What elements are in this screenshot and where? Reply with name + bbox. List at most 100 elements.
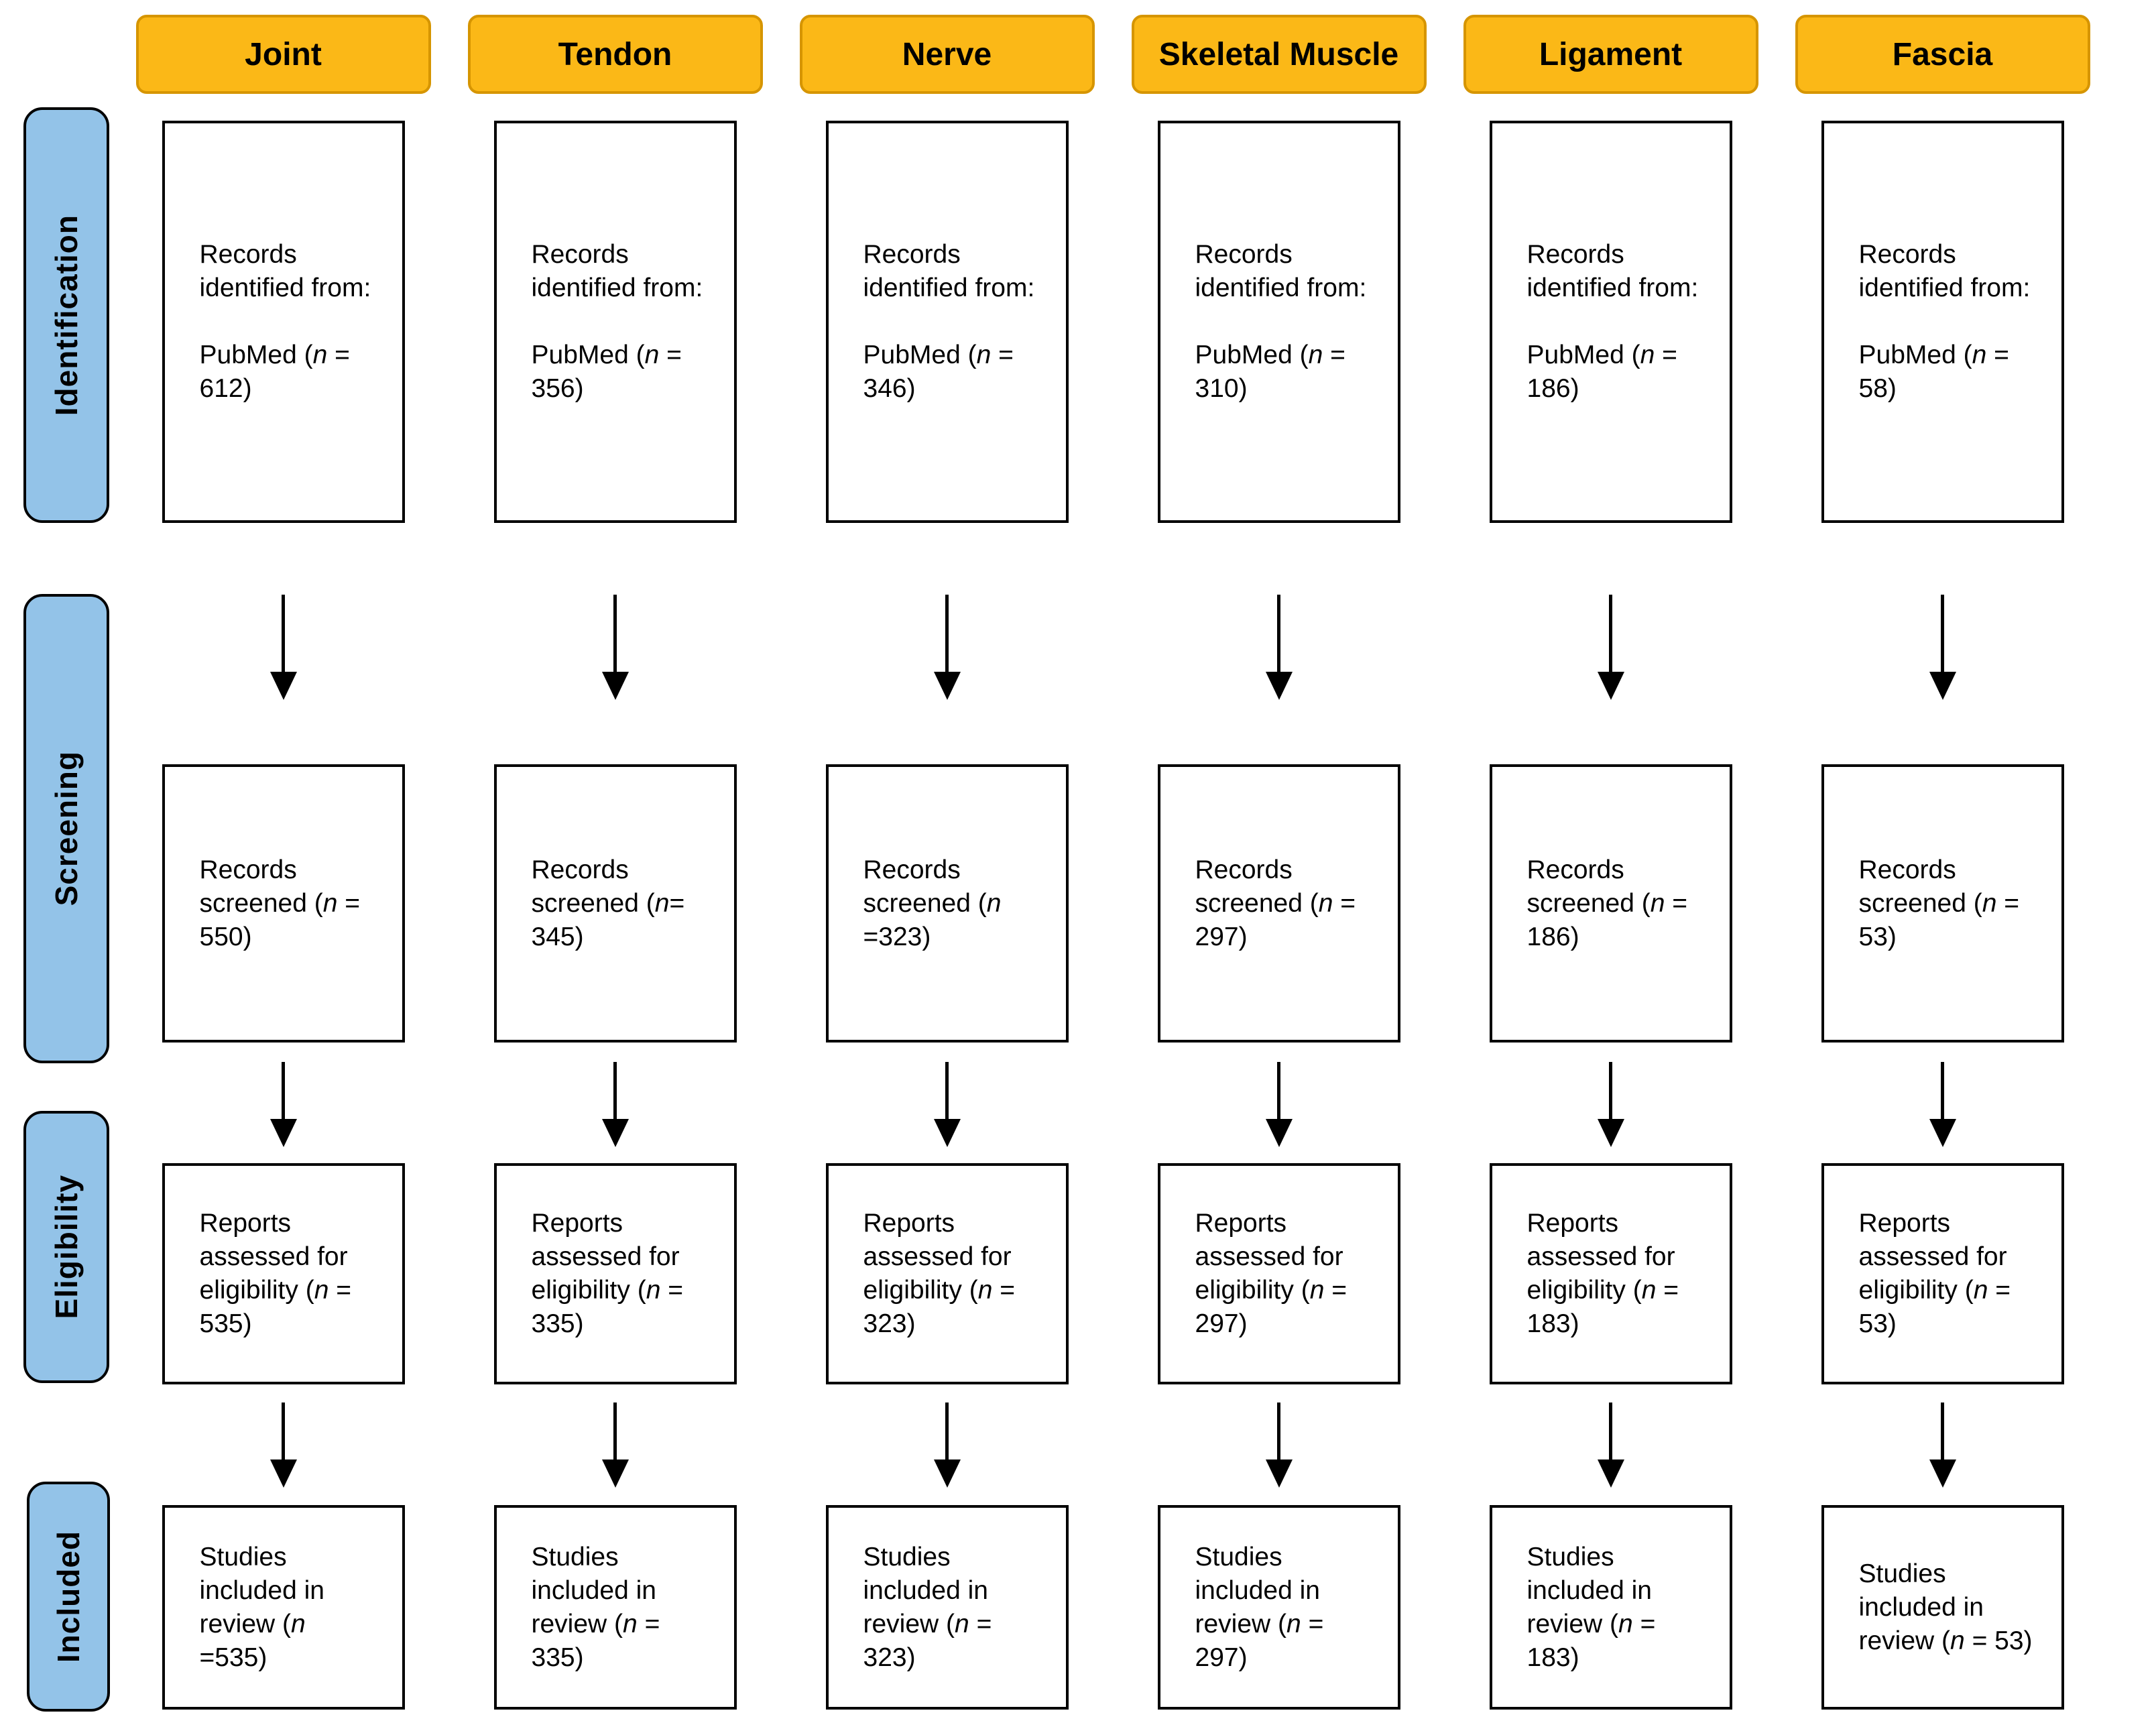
included-text: Studies included in review (n = 335)	[531, 1542, 660, 1672]
box-identified-tendon: Records identified from: PubMed (n = 356…	[493, 121, 737, 523]
identification-row: Records identified from: PubMed (n = 612…	[117, 107, 2156, 530]
screened-text: Records screened (n = 550)	[199, 855, 361, 951]
blank-line	[1859, 305, 2037, 339]
down-arrow-icon	[1929, 594, 1956, 700]
assessed-text: Reports assessed for eligibility (n = 29…	[1195, 1209, 1348, 1338]
identified-intro: Records identified from:	[1526, 240, 1699, 302]
identified-intro: Records identified from:	[531, 240, 703, 302]
box-identified-joint: Records identified from: PubMed (n = 612…	[162, 121, 405, 523]
blank-line	[863, 305, 1042, 339]
identified-source: PubMed (n = 612)	[199, 341, 350, 403]
down-arrow-icon	[1597, 594, 1624, 700]
stage-label-eligibility: Eligibility	[23, 1111, 109, 1383]
stage-label-included: Included	[27, 1482, 110, 1712]
blank-line	[1195, 305, 1374, 339]
box-screened-joint: Records screened (n = 550)	[162, 764, 405, 1042]
stage-label-text: Identification	[49, 214, 84, 416]
included-text: Studies included in review (n = 323)	[863, 1542, 992, 1672]
included-text: Studies included in review (n =535)	[199, 1542, 324, 1672]
arrow-row-1	[117, 530, 2156, 764]
identified-source: PubMed (n = 58)	[1858, 341, 2009, 403]
assessed-text: Reports assessed for eligibility (n = 53…	[199, 1209, 352, 1338]
down-arrow-icon	[1929, 1402, 1956, 1488]
down-arrow-icon	[601, 594, 629, 700]
arrow-row-3	[117, 1384, 2156, 1505]
screening-row: Records screened (n = 550) Records scree…	[117, 764, 2156, 1046]
column-header-skeletal-muscle: Skeletal Muscle	[1131, 15, 1427, 94]
column-header-joint: Joint	[135, 15, 431, 94]
column-header-ligament: Ligament	[1463, 15, 1758, 94]
down-arrow-icon	[1929, 1062, 1956, 1147]
box-screened-ligament: Records screened (n = 186)	[1489, 764, 1732, 1042]
assessed-text: Reports assessed for eligibility (n = 18…	[1526, 1209, 1679, 1338]
column-header-row: Joint Tendon Nerve Skeletal Muscle Ligam…	[117, 0, 2156, 107]
included-text: Studies included in review (n = 183)	[1526, 1542, 1656, 1672]
assessed-text: Reports assessed for eligibility (n = 32…	[863, 1209, 1016, 1338]
included-row: Studies included in review (n =535) Stud…	[117, 1505, 2156, 1716]
included-text: Studies included in review (n = 297)	[1195, 1542, 1324, 1672]
down-arrow-icon	[1265, 1402, 1293, 1488]
box-identified-nerve: Records identified from: PubMed (n = 346…	[825, 121, 1069, 523]
down-arrow-icon	[601, 1402, 629, 1488]
down-arrow-icon	[270, 594, 297, 700]
identified-source: PubMed (n = 186)	[1526, 341, 1677, 403]
box-assessed-joint: Reports assessed for eligibility (n = 53…	[162, 1163, 405, 1384]
box-identified-ligament: Records identified from: PubMed (n = 186…	[1489, 121, 1732, 523]
down-arrow-icon	[933, 594, 961, 700]
down-arrow-icon	[1265, 594, 1293, 700]
box-assessed-nerve: Reports assessed for eligibility (n = 32…	[825, 1163, 1069, 1384]
identified-intro: Records identified from:	[1858, 240, 2031, 302]
column-header-tendon: Tendon	[467, 15, 763, 94]
box-assessed-tendon: Reports assessed for eligibility (n = 33…	[493, 1163, 737, 1384]
column-header-fascia: Fascia	[1795, 15, 2090, 94]
box-assessed-ligament: Reports assessed for eligibility (n = 18…	[1489, 1163, 1732, 1384]
stage-label-text: Screening	[49, 751, 84, 906]
stage-label-screening: Screening	[23, 594, 109, 1063]
box-included-fascia: Studies included in review (n = 53)	[1821, 1505, 2064, 1710]
assessed-text: Reports assessed for eligibility (n = 53…	[1858, 1209, 2011, 1338]
box-screened-tendon: Records screened (n= 345)	[493, 764, 737, 1042]
down-arrow-icon	[933, 1402, 961, 1488]
box-screened-fascia: Records screened (n = 53)	[1821, 764, 2064, 1042]
down-arrow-icon	[1265, 1062, 1293, 1147]
box-screened-nerve: Records screened (n =323)	[825, 764, 1069, 1042]
identified-intro: Records identified from:	[863, 240, 1035, 302]
blank-line	[200, 305, 378, 339]
box-included-tendon: Studies included in review (n = 335)	[493, 1505, 737, 1710]
eligibility-row: Reports assessed for eligibility (n = 53…	[117, 1163, 2156, 1384]
arrow-row-2	[117, 1046, 2156, 1163]
identified-intro: Records identified from:	[199, 240, 371, 302]
down-arrow-icon	[270, 1062, 297, 1147]
identified-source: PubMed (n = 356)	[531, 341, 682, 403]
down-arrow-icon	[1597, 1062, 1624, 1147]
blank-line	[1527, 305, 1705, 339]
identified-source: PubMed (n = 346)	[863, 341, 1014, 403]
down-arrow-icon	[601, 1062, 629, 1147]
box-included-joint: Studies included in review (n =535)	[162, 1505, 405, 1710]
box-assessed-skeletal-muscle: Reports assessed for eligibility (n = 29…	[1157, 1163, 1400, 1384]
box-included-skeletal-muscle: Studies included in review (n = 297)	[1157, 1505, 1400, 1710]
screened-text: Records screened (n = 53)	[1858, 855, 2020, 951]
screened-text: Records screened (n= 345)	[531, 855, 685, 951]
box-identified-skeletal-muscle: Records identified from: PubMed (n = 310…	[1157, 121, 1400, 523]
identified-source: PubMed (n = 310)	[1195, 341, 1345, 403]
box-assessed-fascia: Reports assessed for eligibility (n = 53…	[1821, 1163, 2064, 1384]
box-screened-skeletal-muscle: Records screened (n = 297)	[1157, 764, 1400, 1042]
box-included-ligament: Studies included in review (n = 183)	[1489, 1505, 1732, 1710]
included-text: Studies included in review (n = 53)	[1858, 1559, 2033, 1655]
column-header-nerve: Nerve	[799, 15, 1095, 94]
box-identified-fascia: Records identified from: PubMed (n = 58)	[1821, 121, 2064, 523]
screened-text: Records screened (n = 297)	[1195, 855, 1356, 951]
stage-label-identification: Identification	[23, 107, 109, 523]
down-arrow-icon	[1597, 1402, 1624, 1488]
blank-line	[532, 305, 710, 339]
screened-text: Records screened (n = 186)	[1526, 855, 1688, 951]
stage-label-text: Eligibility	[49, 1175, 84, 1319]
stage-label-text: Included	[51, 1530, 86, 1663]
screened-text: Records screened (n =323)	[863, 855, 1002, 951]
down-arrow-icon	[270, 1402, 297, 1488]
identified-intro: Records identified from:	[1195, 240, 1367, 302]
assessed-text: Reports assessed for eligibility (n = 33…	[531, 1209, 684, 1338]
down-arrow-icon	[933, 1062, 961, 1147]
